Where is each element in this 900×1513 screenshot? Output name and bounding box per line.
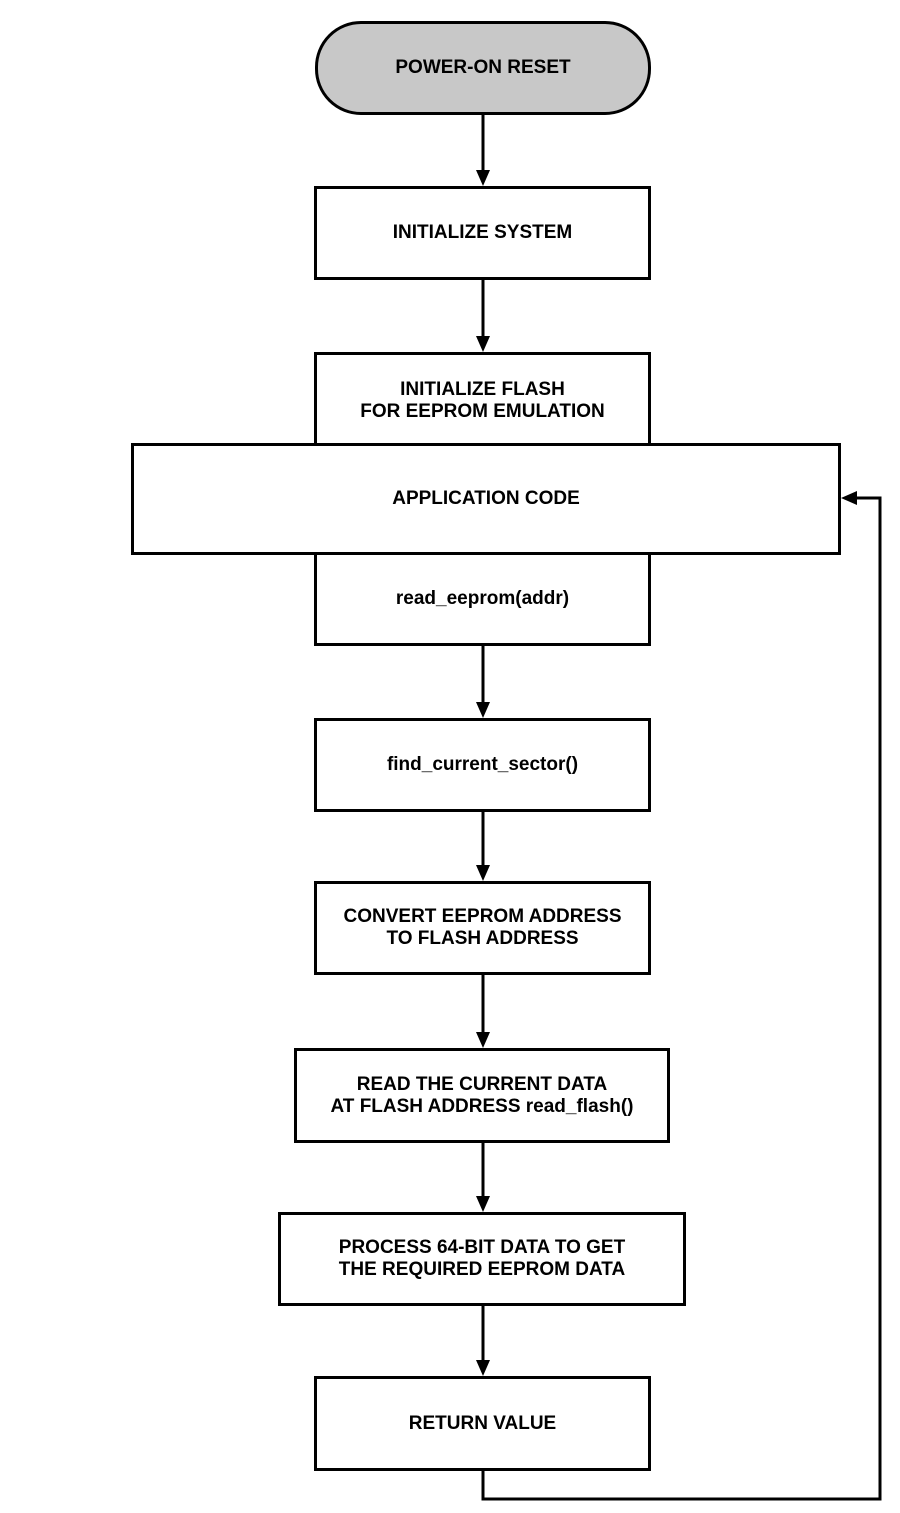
node-process-64bit: PROCESS 64-BIT DATA TO GET THE REQUIRED …	[278, 1212, 686, 1306]
edge-return-value-loop-to-application-code	[481, 496, 882, 1501]
node-read-eeprom: read_eeprom(addr)	[314, 545, 651, 646]
arrowhead-initialize-flash	[476, 336, 490, 352]
arrowhead-read-current-data	[476, 1032, 490, 1048]
node-power-on-reset: POWER-ON RESET	[315, 21, 651, 115]
node-initialize-system-label: INITIALIZE SYSTEM	[392, 222, 573, 243]
node-return-value-label: RETURN VALUE	[408, 1412, 557, 1434]
arrowhead-convert-address	[476, 865, 490, 881]
arrowhead-application-code	[841, 491, 857, 505]
node-find-current-sector: find_current_sector()	[314, 718, 651, 812]
node-process-64bit-label: PROCESS 64-BIT DATA TO GET THE REQUIRED …	[338, 1237, 626, 1280]
node-power-on-reset-label: POWER-ON RESET	[395, 57, 571, 78]
node-read-current-data: READ THE CURRENT DATA AT FLASH ADDRESS r…	[294, 1048, 670, 1143]
arrowhead-initialize-system	[476, 170, 490, 186]
arrowhead-find-current-sector	[476, 702, 490, 718]
arrowhead-return-value	[476, 1360, 490, 1376]
node-initialize-flash: INITIALIZE FLASH FOR EEPROM EMULATION	[314, 352, 651, 452]
node-return-value: RETURN VALUE	[314, 1376, 651, 1471]
node-convert-address-label: CONVERT EEPROM ADDRESS TO FLASH ADDRESS	[343, 906, 622, 949]
node-application-code: APPLICATION CODE	[131, 443, 841, 555]
arrowhead-process-64bit	[476, 1196, 490, 1212]
node-initialize-system: INITIALIZE SYSTEM	[314, 186, 651, 280]
node-find-current-sector-label: find_current_sector()	[386, 754, 579, 775]
node-convert-address: CONVERT EEPROM ADDRESS TO FLASH ADDRESS	[314, 881, 651, 975]
node-read-eeprom-label: read_eeprom(addr)	[395, 588, 570, 609]
node-initialize-flash-label: INITIALIZE FLASH FOR EEPROM EMULATION	[360, 379, 605, 422]
node-read-current-data-label: READ THE CURRENT DATA AT FLASH ADDRESS r…	[330, 1073, 634, 1117]
node-application-code-label: APPLICATION CODE	[392, 488, 580, 509]
